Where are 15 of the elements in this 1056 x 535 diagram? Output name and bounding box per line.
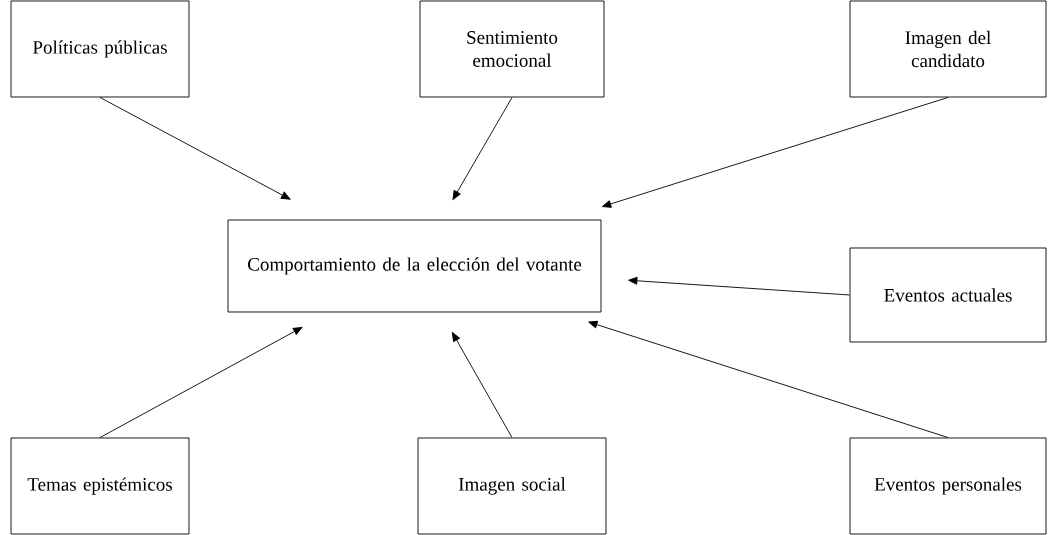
arrow	[452, 97, 513, 200]
arrow	[628, 276, 850, 296]
process-box: Sentimiento emocional	[419, 0, 605, 98]
process-box: Comportamiento de la elección del votante	[227, 219, 602, 313]
process-box: Imagen social	[417, 437, 607, 535]
arrow	[451, 332, 513, 438]
arrow	[588, 320, 949, 438]
arrow	[99, 326, 303, 438]
arrow	[99, 97, 291, 200]
arrow	[601, 97, 949, 208]
process-box: Políticas públicas	[10, 0, 190, 98]
process-box: Eventos personales	[849, 437, 1047, 535]
process-box: Temas epistémicos	[10, 437, 190, 535]
process-box: Imagen del candidato	[849, 0, 1047, 98]
process-box: Eventos actuales	[849, 247, 1047, 343]
